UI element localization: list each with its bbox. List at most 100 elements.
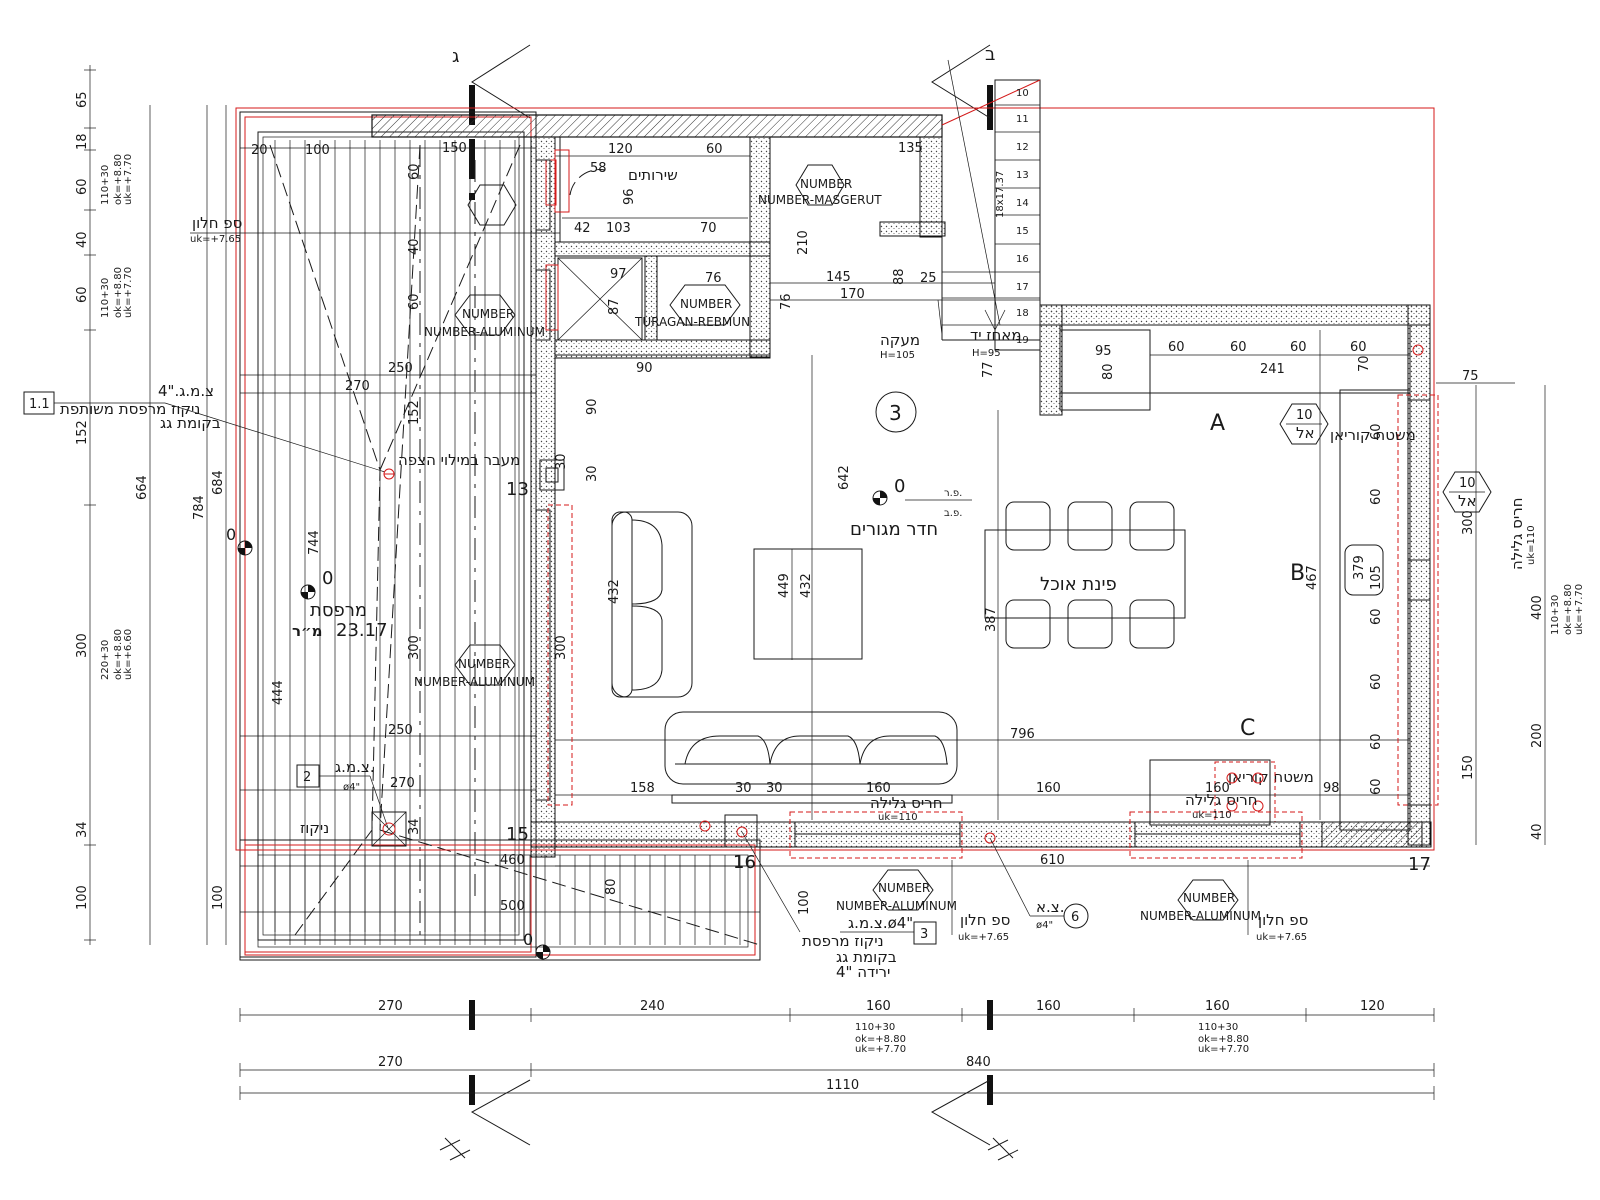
elevation-pr: פ.ר. <box>944 488 962 499</box>
room-number: 3 <box>889 401 902 425</box>
callout-dia: ø4" <box>343 782 360 793</box>
dim-97: 97 <box>610 267 627 282</box>
dim-160: 160 <box>1036 781 1061 796</box>
callout-pipe: צ.מ.ג. <box>335 758 375 776</box>
svg-text:0: 0 <box>523 930 533 949</box>
stair-number: 18 <box>1016 308 1029 319</box>
window-tag-line: NUMBER <box>458 657 510 671</box>
dim-70: 70 <box>1357 355 1372 372</box>
dim-90: 90 <box>636 361 653 376</box>
stair-spec: 18x17.37 <box>995 171 1006 218</box>
dim-bottom: 120 <box>1360 999 1385 1014</box>
dim-left-inner: 100 <box>211 885 226 910</box>
window-tag-line: NUMBER <box>462 307 514 321</box>
door-tag-1: 10 אל משטח קוריאן <box>1279 403 1416 445</box>
callout-tag: 3 <box>920 927 928 942</box>
svg-text:90: 90 <box>585 398 600 415</box>
spec-line: 110+30 <box>1198 1022 1238 1033</box>
spec-line: ok=+8.80 <box>1198 1034 1249 1045</box>
dimension-chain-bottom-1: 270 240 160 160 160 120 <box>239 999 1435 1022</box>
dim-left-outer: 40 <box>75 231 90 248</box>
spec-line: ok=+8.80 <box>113 629 124 680</box>
dim-left-outer: 60 <box>75 178 90 195</box>
misc-small-dims: 60 40 60 152 300 34 100 80 30 300 90 30 … <box>407 163 1384 915</box>
walls <box>235 107 1435 858</box>
callout-6: 6 צ.א. ø4" <box>989 837 1089 931</box>
callout-pipe: צ.א. <box>1036 898 1064 916</box>
section-marker-bottom-right <box>930 1000 1019 1161</box>
note-sill-bottom-2: ספ חלון uk=+7.65 <box>1247 860 1308 943</box>
door-tag-2: 10 אל <box>1442 471 1492 513</box>
dim-60: 60 <box>706 142 723 157</box>
svg-text:60: 60 <box>1369 423 1384 440</box>
section-marker-letter: ג <box>452 46 459 67</box>
dim-58: 58 <box>590 161 607 176</box>
spec-line: ok=+8.80 <box>113 154 124 205</box>
blind-uk: uk=110 <box>878 812 918 823</box>
dim-250: 250 <box>388 361 413 376</box>
dim-120: 120 <box>608 142 633 157</box>
sill-label: ספ חלון <box>192 214 242 232</box>
svg-text:30: 30 <box>554 453 569 470</box>
svg-text:60: 60 <box>1369 673 1384 690</box>
svg-text:300: 300 <box>554 635 569 660</box>
dim-bottom: 160 <box>866 999 891 1014</box>
svg-text:60: 60 <box>1369 733 1384 750</box>
window-tag-line: NUMBER-MASGERUT <box>758 193 882 207</box>
dim-bottom: 240 <box>640 999 665 1014</box>
stair-number: 13 <box>1016 170 1029 181</box>
callout-tag: 2 <box>303 770 311 785</box>
stair-number: 15 <box>1016 226 1029 237</box>
kitchen-note: משטח קוריאן <box>1228 768 1314 786</box>
dim-left-outer: 65 <box>75 91 90 108</box>
note-sill-bottom-1: ספ חלון uk=+7.65 <box>951 860 1010 943</box>
section-marker-letter: ב <box>985 44 995 65</box>
right-windows <box>1397 394 1439 806</box>
spec-line: uk=+7.70 <box>1574 584 1585 635</box>
elevation-zero: 0 <box>894 476 905 497</box>
balcony-area-value: 23.17 <box>336 620 388 641</box>
handrail-height: H=95 <box>972 348 1001 359</box>
dim-379: 379 <box>1352 555 1367 580</box>
dim-449: 449 <box>777 573 792 598</box>
dim-left-outer: 34 <box>75 821 90 838</box>
handrail-label: מאחז יד <box>970 326 1022 344</box>
dim-left-outer: 100 <box>75 885 90 910</box>
dim-left-inner: 444 <box>271 680 286 705</box>
dim-100: 100 <box>305 143 330 158</box>
shaft-number: 13 <box>506 479 529 500</box>
dim-98: 98 <box>1323 781 1340 796</box>
dim-25: 25 <box>920 271 937 286</box>
stair-number: 16 <box>1016 254 1029 265</box>
services-room: שירותים 120 60 58 96 42 103 70 <box>545 142 750 236</box>
dimension-chain-bottom-3: 1110 <box>239 1078 1435 1100</box>
callout-line: ניקוז מרפסת <box>802 932 884 950</box>
balcony-name: מרפסת <box>310 600 367 621</box>
shafts: 13 15 16 <box>506 344 1424 873</box>
window-tag-line: NUMBER <box>800 177 852 191</box>
dim-right: 150 <box>1461 755 1476 780</box>
section-marker-top-left: ג <box>452 44 531 200</box>
dim-left-inner: 684 <box>211 470 226 495</box>
window-spec-right: 110+30 ok=+8.80 uk=+7.70 חריס גלילה uk=1… <box>1508 497 1585 635</box>
window-tag-line: NUMBER <box>680 297 732 311</box>
window-tag-line: NUMBER-ALUMINUM <box>414 675 535 689</box>
railing-notes: מעקה H=105 מאחז יד H=95 <box>880 299 1022 361</box>
dim-bottom: 160 <box>1205 999 1230 1014</box>
svg-text:80: 80 <box>604 878 619 895</box>
dim-left-inner: 664 <box>135 475 150 500</box>
window-tag-bottom-1: NUMBER NUMBER-ALUMINUM <box>836 869 957 913</box>
dim-250: 250 <box>388 723 413 738</box>
spec-line: uk=+7.70 <box>1198 1044 1249 1055</box>
spec-line: ok=+8.80 <box>855 1034 906 1045</box>
railing-height: H=105 <box>880 350 915 361</box>
svg-text:60: 60 <box>407 163 422 180</box>
dim-135: 135 <box>898 141 923 156</box>
tag-b: B <box>1290 561 1305 586</box>
window-spec-left-mid: 110+30 ok=+8.80 uk=+7.70 <box>100 267 134 318</box>
note-sill-window: ספ חלון uk=+7.65 <box>190 214 560 245</box>
dim-87: 87 <box>607 298 622 315</box>
window-spec-left-low: 220+30 ok=+8.80 uk=+6.60 <box>100 629 134 680</box>
elevation-zero: 0 <box>322 568 333 589</box>
spec-line: uk=+7.70 <box>123 154 134 205</box>
